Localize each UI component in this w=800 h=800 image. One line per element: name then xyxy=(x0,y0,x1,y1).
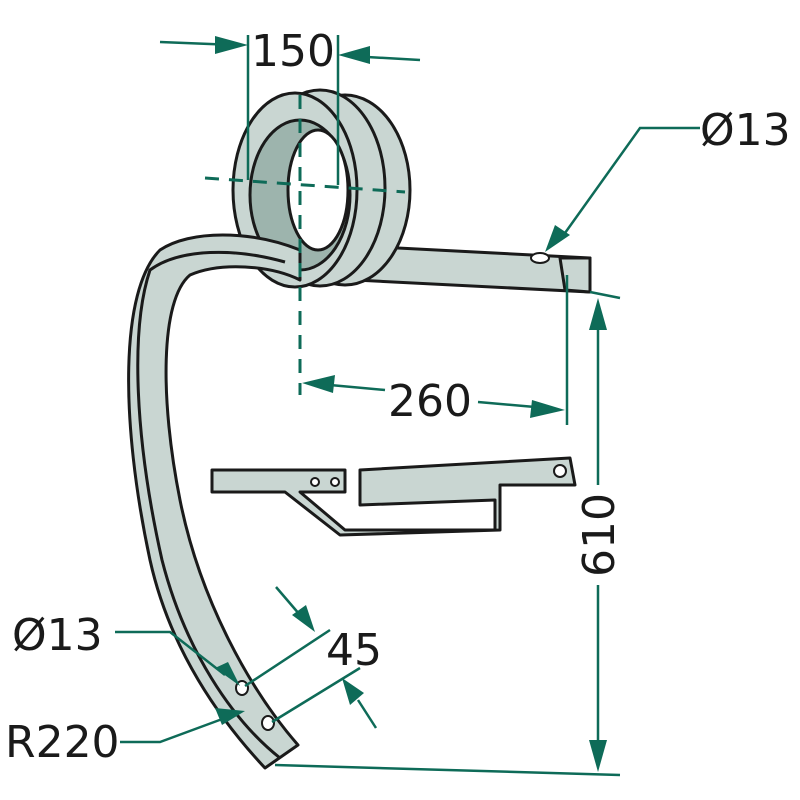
arm-end xyxy=(558,256,592,294)
dim-top-hole xyxy=(545,126,700,252)
label-150: 150 xyxy=(251,26,335,77)
label-45: 45 xyxy=(326,625,382,676)
bracket-hole xyxy=(330,477,340,487)
label-610: 610 xyxy=(574,493,625,577)
label-radius: R220 xyxy=(5,717,120,768)
tine-leg xyxy=(127,233,302,770)
tip-hole-2 xyxy=(261,715,275,731)
dim-45 xyxy=(244,586,378,729)
arm-hole xyxy=(530,252,550,264)
dim-610 xyxy=(274,290,621,777)
label-tip-hole: Ø13 xyxy=(12,610,103,661)
dim-260 xyxy=(302,275,569,425)
label-260: 260 xyxy=(388,376,472,427)
bracket-hole xyxy=(553,464,567,478)
bracket-hole xyxy=(310,477,320,487)
label-top-hole: Ø13 xyxy=(700,105,791,156)
dim-radius xyxy=(120,708,245,744)
mounting-bracket xyxy=(210,456,577,537)
coil-hole xyxy=(286,128,350,252)
dim-tip-hole xyxy=(115,630,240,686)
leg-edge xyxy=(136,250,286,760)
center-line-h xyxy=(204,176,406,194)
dim-150 xyxy=(159,35,421,185)
